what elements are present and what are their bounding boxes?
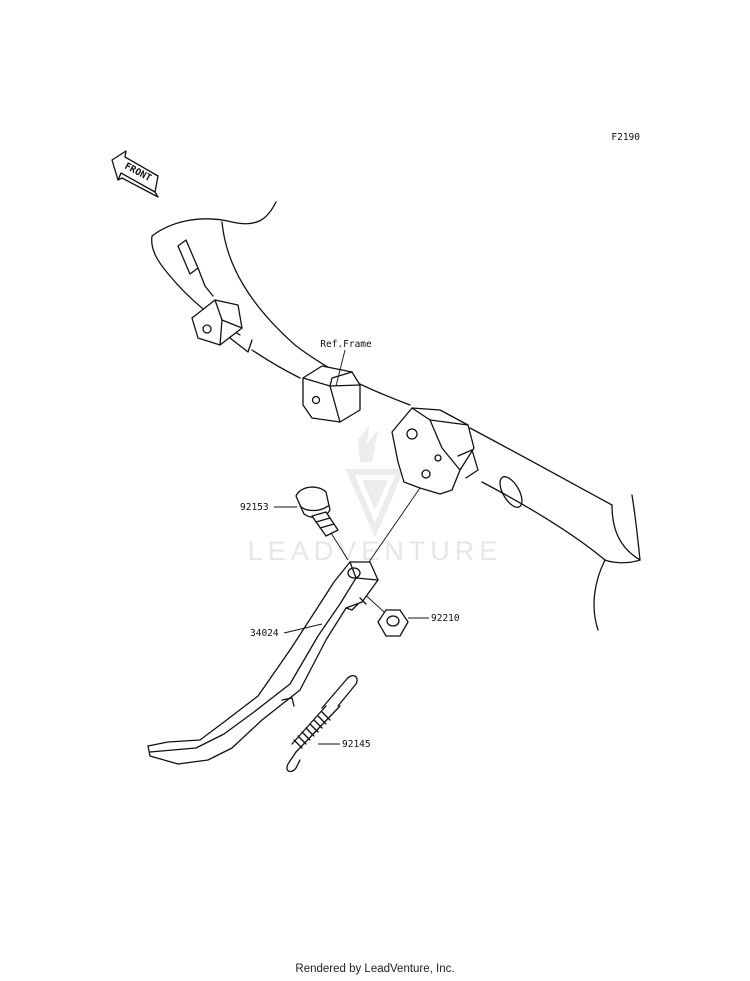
ref-frame-leader bbox=[335, 349, 346, 387]
frame-illustration bbox=[151, 201, 641, 631]
footer-credit: Rendered by LeadVenture, Inc. bbox=[295, 963, 455, 975]
part-number-34024: 34024 bbox=[250, 628, 279, 639]
part-number-92210: 92210 bbox=[431, 613, 460, 624]
front-arrow-icon: FRONT bbox=[111, 150, 159, 198]
side-stand-34024 bbox=[147, 561, 379, 765]
watermark-logo-icon bbox=[345, 425, 405, 538]
nut-92210 bbox=[377, 609, 409, 637]
bolt-92153 bbox=[295, 486, 339, 537]
assembly-line bbox=[359, 487, 421, 576]
ref-frame-label: Ref.Frame bbox=[320, 339, 372, 350]
watermark-text: LEADVENTURE bbox=[248, 536, 503, 566]
part-number-92153: 92153 bbox=[240, 502, 269, 513]
part-number-92145: 92145 bbox=[342, 739, 371, 750]
watermark: LEADVENTURE bbox=[248, 425, 503, 566]
spring-92145 bbox=[286, 675, 358, 773]
diagram-code: F2190 bbox=[611, 132, 640, 143]
